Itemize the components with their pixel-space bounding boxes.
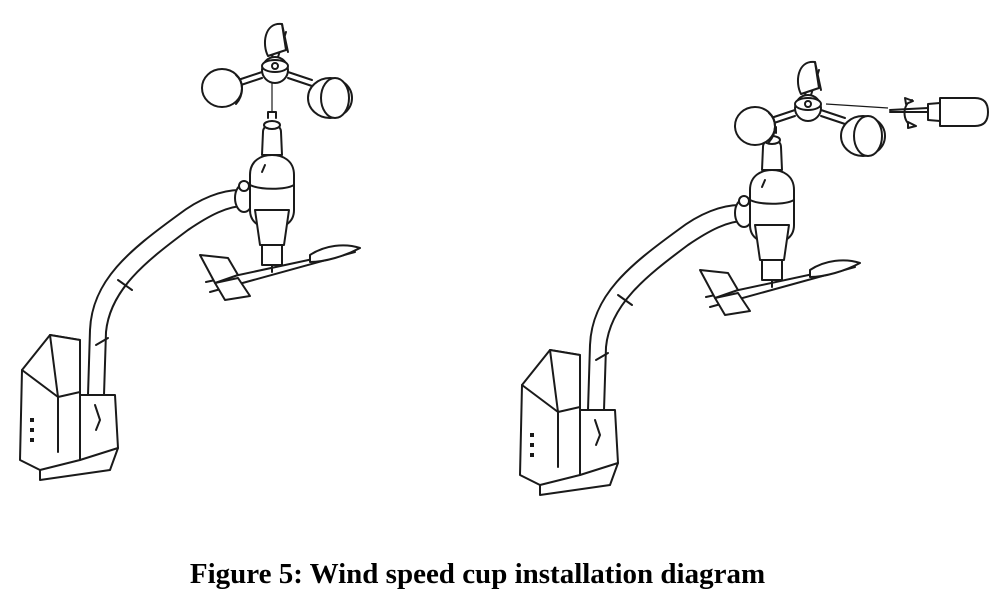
weather-station-body-illustration [19,111,361,481]
weather-station-body-illustration [519,126,861,496]
diagram-panel-2-cups-mounted [519,60,989,496]
wind-cups-illustration [734,60,886,157]
diagram-panel-1-cups-lifted [19,22,361,481]
wind-cups-illustration [201,22,353,120]
figure-caption: Figure 5: Wind speed cup installation di… [189,558,766,590]
